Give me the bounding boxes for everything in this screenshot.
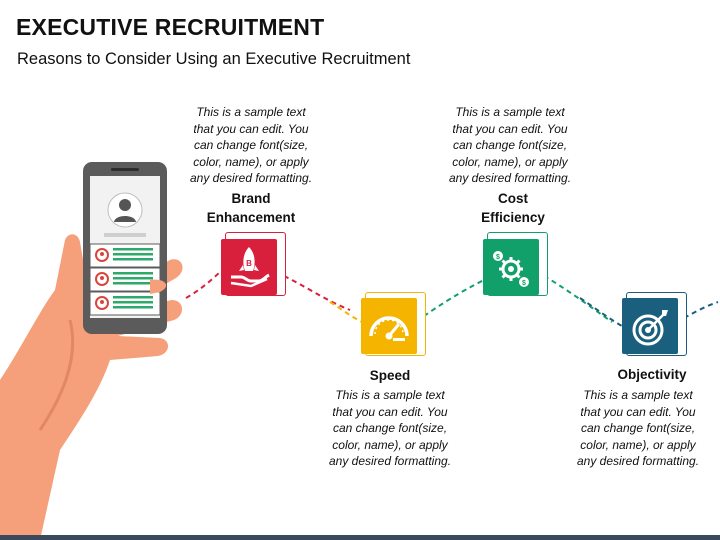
speedometer-icon xyxy=(369,316,409,341)
step-4-label: Objectivity xyxy=(617,367,687,382)
footer-bar xyxy=(0,535,720,540)
step-2-description: This is a sample text that you can edit.… xyxy=(328,388,452,469)
page-title: EXECUTIVE RECRUITMENT xyxy=(16,14,325,40)
gear-dollar-icon: $ $ xyxy=(493,251,529,287)
svg-text:B: B xyxy=(246,259,252,268)
step-3-tile: $ $ xyxy=(483,239,539,295)
step-3-label: Cost Efficiency xyxy=(481,191,545,225)
step-4-description: This is a sample text that you can edit.… xyxy=(576,388,700,469)
svg-text:$: $ xyxy=(496,254,500,261)
page-subtitle: Reasons to Consider Using an Executive R… xyxy=(17,50,411,68)
step-3-description: This is a sample text that you can edit.… xyxy=(448,105,572,186)
profile-avatar-icon xyxy=(104,192,146,237)
svg-text:$: $ xyxy=(522,280,526,287)
list-items xyxy=(89,243,161,316)
step-1-label: Brand Enhancement xyxy=(206,191,296,225)
step-2-tile xyxy=(361,298,417,354)
step-4-tile xyxy=(622,298,678,354)
step-1-tile: B xyxy=(221,239,277,295)
step-2-label: Speed xyxy=(369,368,411,383)
step-1-description: This is a sample text that you can edit.… xyxy=(189,105,313,186)
thumb xyxy=(150,279,167,294)
rocket-hand-icon: B xyxy=(230,247,270,288)
target-arrow-icon xyxy=(632,310,668,346)
hand-holding-phone-illustration xyxy=(0,162,183,540)
